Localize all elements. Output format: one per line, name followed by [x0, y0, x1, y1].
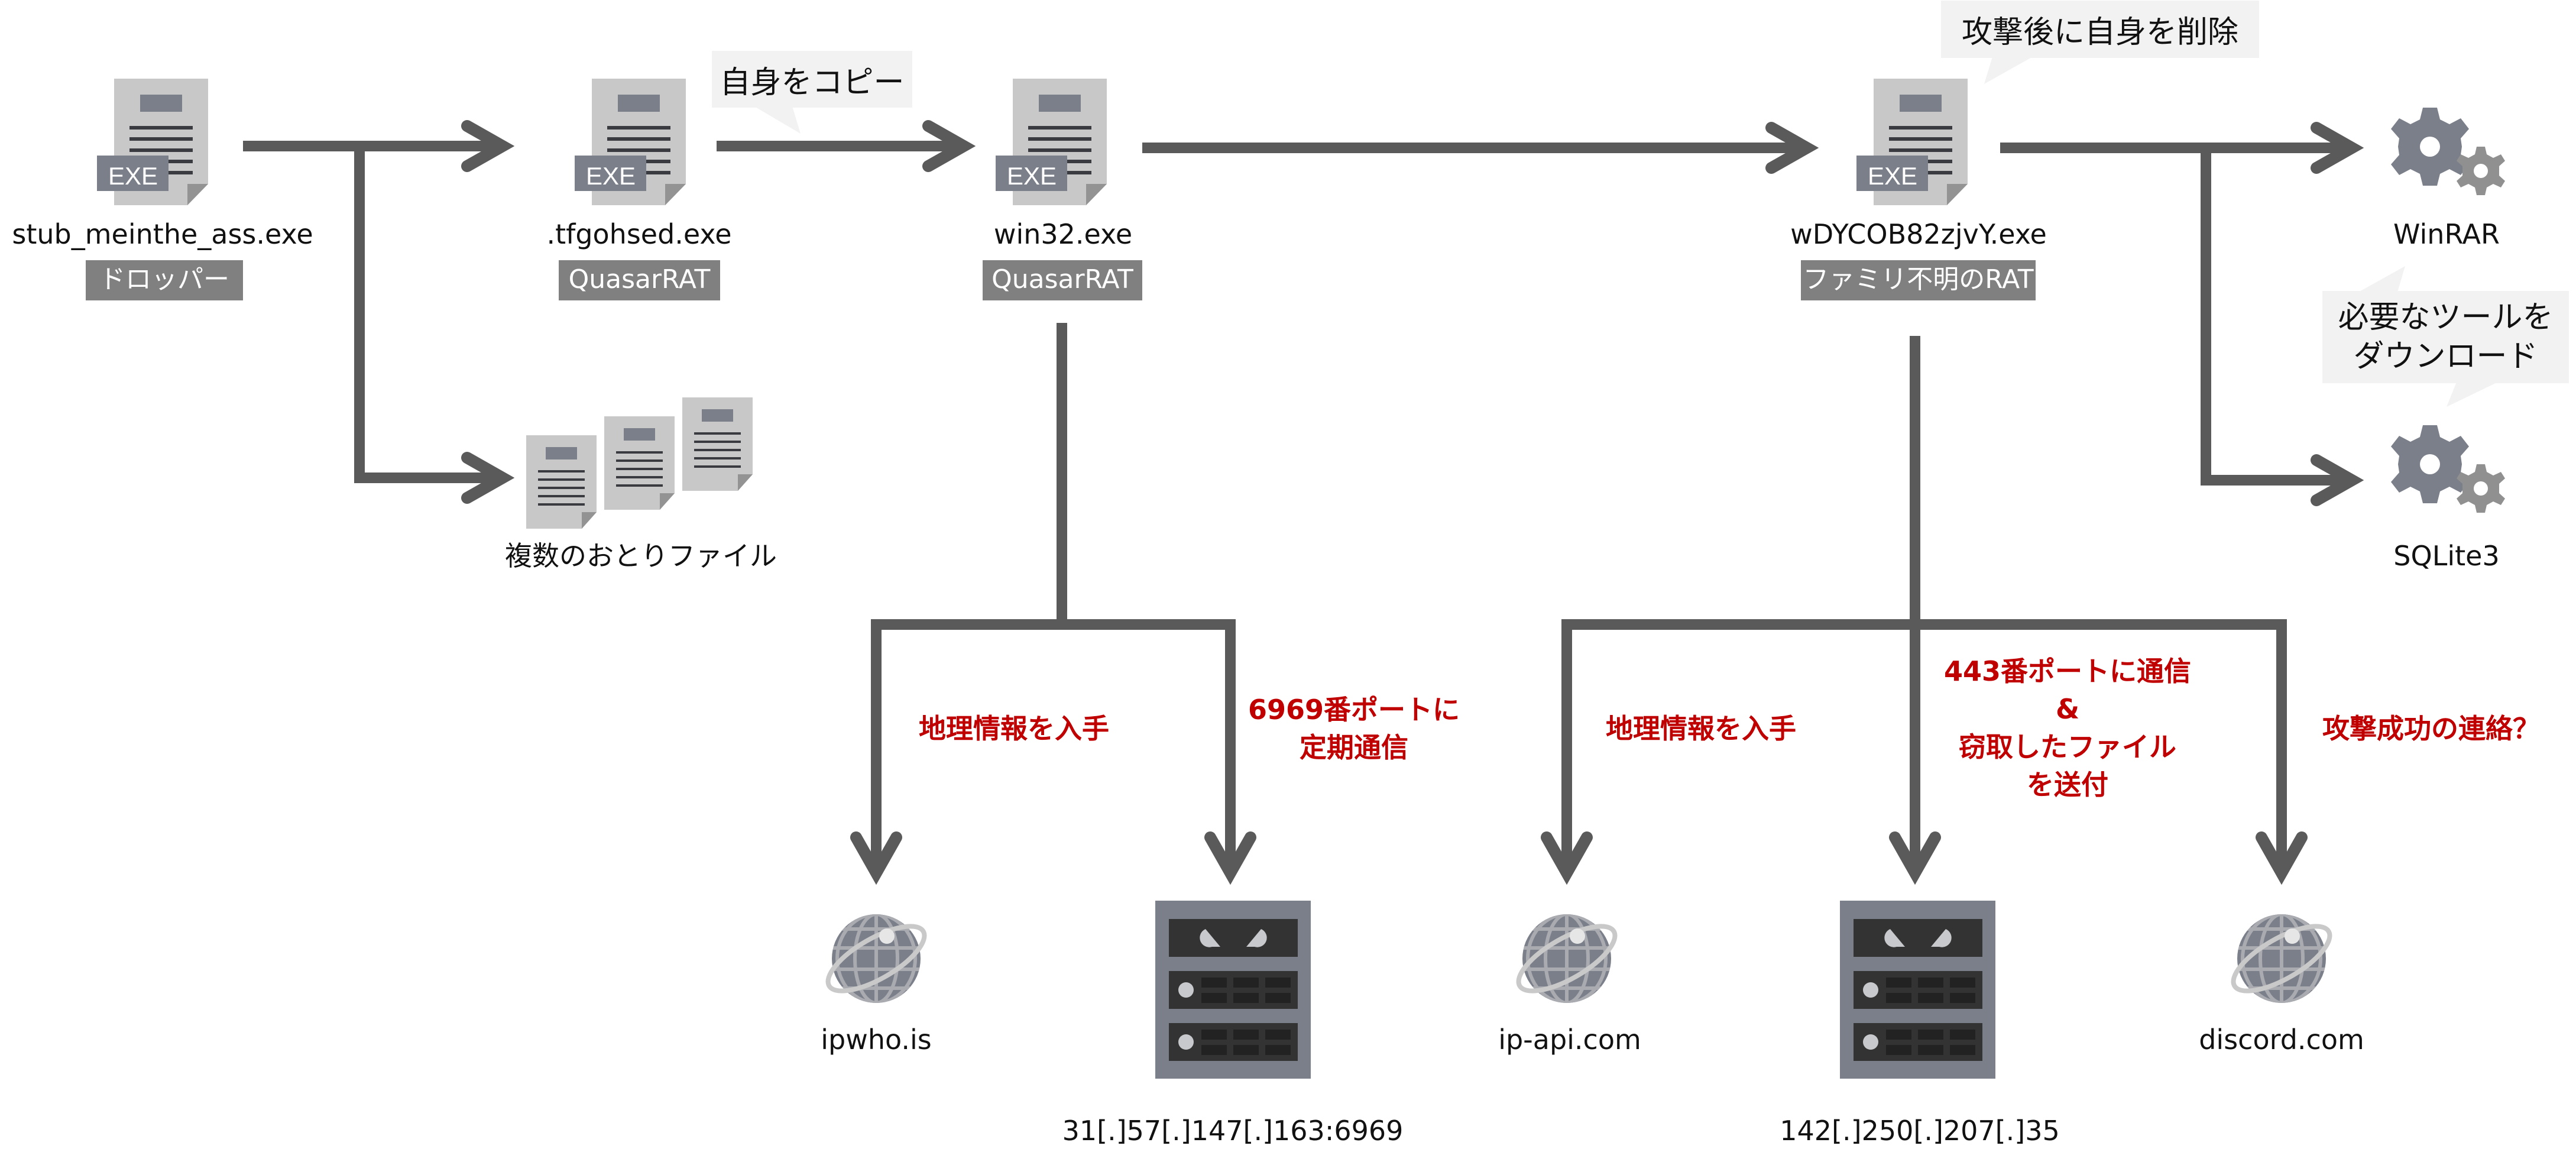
arrowhead-right	[461, 120, 515, 172]
edge-label-rat-c2: 443番ポートに通信 & 窃取したファイル を送付	[1944, 652, 2191, 804]
tool-label: SQLite3	[2393, 540, 2500, 572]
svg-text:EXE: EXE	[586, 162, 636, 190]
family-badge: QuasarRAT	[559, 260, 720, 300]
arrowhead-right	[922, 120, 976, 172]
edge-dropper-to-decoys	[354, 146, 500, 483]
svg-text:EXE: EXE	[1868, 162, 1917, 190]
edge-label-win32-c2: 6969番ポートに 定期通信	[1248, 691, 1460, 766]
arrowhead-down	[1204, 831, 1256, 885]
filename-label: wDYCOB82zjvY.exe	[1790, 218, 2047, 250]
family-badge: ファミリ不明のRAT	[1801, 260, 2036, 300]
arrowhead-right	[2311, 454, 2364, 506]
domain-label: discord.com	[2199, 1024, 2364, 1056]
exe-file-icon: EXE	[97, 79, 208, 205]
family-badge: QuasarRAT	[983, 260, 1142, 300]
arrowhead-right	[1765, 122, 1819, 174]
edge-rat-to-ipapi-discord	[1561, 619, 2287, 869]
arrowhead-down	[850, 831, 902, 885]
edge-label-line: 地理情報を入手	[1606, 713, 1796, 745]
edge-label-line: 攻撃成功の連絡？	[2322, 713, 2540, 745]
edge-label-line: 定期通信	[1300, 732, 1408, 763]
arrowhead-down	[2256, 831, 2308, 885]
svg-text:EXE: EXE	[108, 162, 158, 190]
filename-label: stub_meinthe_ass.exe	[12, 218, 313, 250]
callout-line: ダウンロード	[2353, 339, 2538, 374]
callout-tail	[2447, 382, 2498, 407]
callout-copy-self: 自身をコピー	[712, 51, 912, 108]
edge-label-rat-geo: 地理情報を入手	[1606, 710, 1796, 747]
domain-label: ipwho.is	[821, 1024, 932, 1056]
exe-file-icon: EXE	[996, 79, 1107, 205]
edge-label-line: &	[2055, 693, 2080, 725]
callout-download-tools: 必要なツールを ダウンロード	[2322, 291, 2569, 383]
exe-file-icon: EXE	[575, 79, 686, 205]
exe-file-icon: EXE	[1856, 79, 1968, 205]
arrowhead-right	[2311, 122, 2364, 174]
edge-win32-to-ipwho	[871, 619, 1236, 869]
arrowhead-down	[1541, 831, 1593, 885]
edge-label-line: 窃取したファイル	[1959, 731, 2176, 763]
callout-tail	[754, 106, 801, 134]
edge-label-rat-discord: 攻撃成功の連絡？	[2322, 710, 2540, 747]
c2-address-label: 142[.]250[.]207[.]35	[1780, 1115, 2060, 1147]
arrowhead-right	[461, 452, 515, 504]
callout-line: 必要なツールを	[2338, 300, 2554, 335]
edge-label-line: 地理情報を入手	[919, 713, 1109, 745]
svg-text:EXE: EXE	[1007, 162, 1057, 190]
edge-rat-to-sqlite	[2201, 148, 2348, 486]
edge-label-line: を送付	[2027, 769, 2108, 801]
filename-label: win32.exe	[993, 218, 1133, 250]
edge-label-line: 6969番ポートに	[1248, 694, 1460, 726]
tool-label: WinRAR	[2393, 218, 2500, 250]
arrowhead-down	[1889, 831, 1941, 885]
callout-tail	[1984, 57, 2033, 84]
decoy-files-label: 複数のおとりファイル	[505, 540, 777, 572]
callout-delete-self: 攻撃後に自身を削除	[1941, 1, 2259, 58]
domain-label: ip-api.com	[1498, 1024, 1641, 1056]
role-badge: ドロッパー	[86, 260, 243, 300]
edge-label-line: 443番ポートに通信	[1943, 655, 2192, 687]
callout-tail	[2358, 266, 2405, 292]
c2-address-label: 31[.]57[.]147[.]163:6969	[1062, 1115, 1404, 1147]
edge-label-win32-geo: 地理情報を入手	[919, 710, 1109, 747]
filename-label: .tfgohsed.exe	[546, 218, 732, 250]
